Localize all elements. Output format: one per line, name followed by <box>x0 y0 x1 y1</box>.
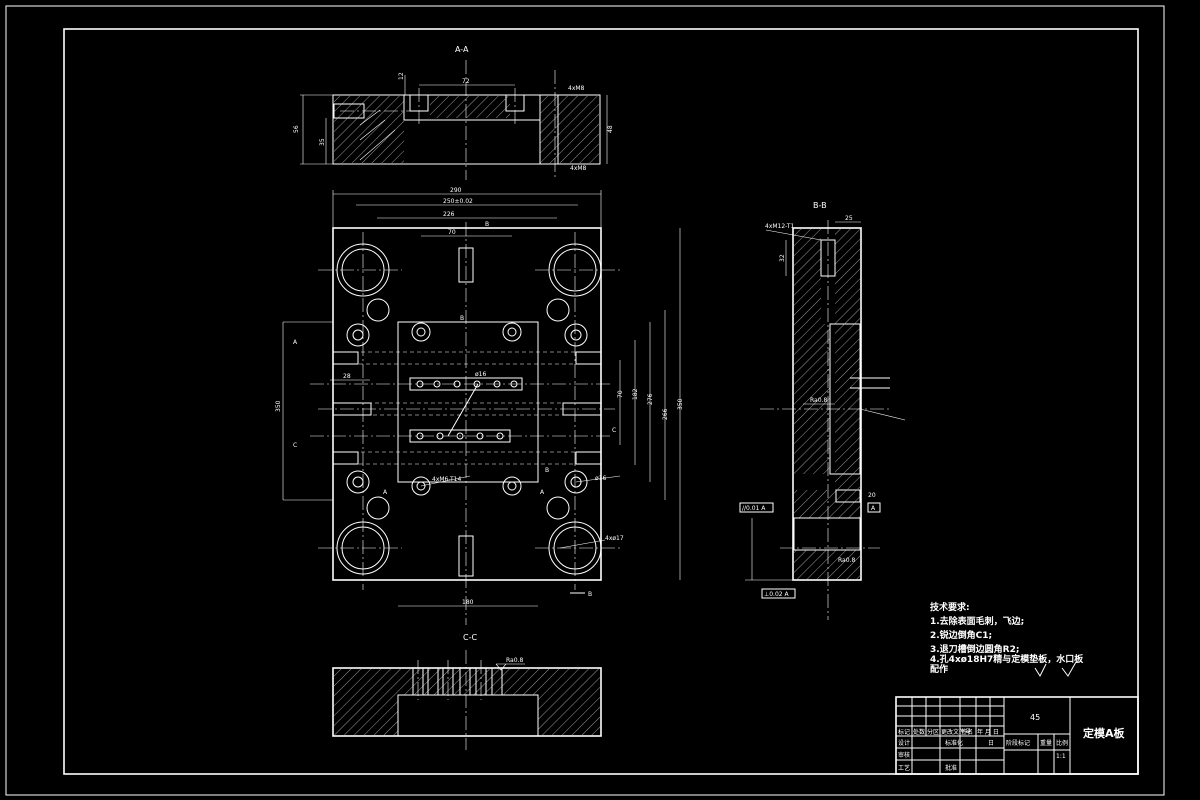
svg-text:Ra0.8: Ra0.8 <box>810 397 827 404</box>
screw-holes <box>346 298 588 520</box>
svg-text:12: 12 <box>398 72 405 80</box>
svg-text:4xM8: 4xM8 <box>570 165 587 172</box>
svg-text:批准: 批准 <box>945 764 957 772</box>
svg-text:4xM12-T1: 4xM12-T1 <box>765 223 794 230</box>
plan-view: 290 250±0.02 226 70 B 180 350 266 276 18… <box>275 187 684 625</box>
svg-text:B: B <box>460 315 464 322</box>
svg-text:阶段标记: 阶段标记 <box>1006 739 1030 747</box>
svg-text:266: 266 <box>662 408 669 420</box>
svg-text:180: 180 <box>462 599 474 606</box>
svg-text:1:1: 1:1 <box>1056 753 1066 760</box>
svg-text:4xM8: 4xM8 <box>568 85 585 92</box>
part-name: 定模A板 <box>1083 726 1126 740</box>
section-label-a-a: A-A <box>455 45 469 54</box>
svg-text:ø16: ø16 <box>475 371 486 378</box>
svg-text:4xM6-T14: 4xM6-T14 <box>432 476 461 483</box>
svg-text:A: A <box>383 489 388 496</box>
svg-text:182: 182 <box>632 388 639 400</box>
inner-frame <box>63 28 1139 775</box>
svg-text:设计: 设计 <box>898 739 910 747</box>
svg-text:C-C: C-C <box>463 633 477 642</box>
section-b-b: B-B 25 4xM12-T1 32 Ra0.8 20 //0.01 A A ⊥… <box>739 201 906 620</box>
svg-text:C: C <box>293 442 297 449</box>
svg-text:276: 276 <box>647 393 654 405</box>
section-a-a: A-A 56 35 12 72 48 4xM8 4xM8 <box>293 45 614 180</box>
svg-text:35: 35 <box>319 138 326 146</box>
svg-text:32: 32 <box>779 254 786 262</box>
svg-text:290: 290 <box>450 187 462 194</box>
tech-note-item: 4.孔4xø18H7精与定模垫板，水口板 <box>930 653 1084 665</box>
svg-text:350: 350 <box>275 400 282 412</box>
svg-text:A: A <box>871 505 876 512</box>
svg-text:标记: 标记 <box>898 728 910 736</box>
svg-text:⊥0.02 A: ⊥0.02 A <box>764 591 789 598</box>
svg-text:分区: 分区 <box>927 728 939 736</box>
svg-text:C: C <box>612 427 616 434</box>
svg-text:250±0.02: 250±0.02 <box>443 198 473 205</box>
svg-text:4xø17: 4xø17 <box>605 535 624 542</box>
svg-text:72: 72 <box>462 78 470 85</box>
svg-text:重量: 重量 <box>1040 739 1052 747</box>
svg-text:ø16: ø16 <box>595 475 606 482</box>
svg-text:审核: 审核 <box>898 751 910 759</box>
tech-note-item: 3.退刀槽倒边圆角R2; <box>930 643 1019 655</box>
svg-text:70: 70 <box>617 390 624 398</box>
title-block: 标记 处数 分区 更改文件号 签名 年 月 日 设计 审核 工艺 标准化 批准 … <box>895 696 1139 775</box>
svg-text:工艺: 工艺 <box>898 764 910 772</box>
svg-text:比例: 比例 <box>1056 739 1068 747</box>
runner-slots <box>332 351 602 465</box>
technical-requirements: 技术要求: 1.去除表面毛刺，飞边; 2.锐边倒角C1; 3.退刀槽倒边圆角R2… <box>930 601 1084 678</box>
svg-text:B: B <box>588 591 592 598</box>
svg-text:签名: 签名 <box>961 728 973 736</box>
tech-note-item: 配作 <box>930 663 948 675</box>
svg-text:标准化: 标准化 <box>945 739 963 747</box>
tech-note-item: 1.去除表面毛刺，飞边; <box>930 615 1024 627</box>
svg-text:56: 56 <box>293 125 300 133</box>
svg-text:B-B: B-B <box>813 201 827 210</box>
svg-text:Ra0.8: Ra0.8 <box>838 557 855 564</box>
svg-text:226: 226 <box>443 211 455 218</box>
svg-text://0.01 A: //0.01 A <box>742 505 766 512</box>
svg-text:28: 28 <box>343 373 351 380</box>
material: 45 <box>1030 713 1040 722</box>
svg-text:更改文件号: 更改文件号 <box>941 728 971 736</box>
outer-border <box>5 5 1165 796</box>
svg-text:Ra0.8: Ra0.8 <box>506 657 523 664</box>
svg-text:B: B <box>545 467 549 474</box>
section-c-c: C-C Ra0.8 <box>332 633 602 750</box>
svg-text:B: B <box>485 221 489 228</box>
svg-text:日: 日 <box>988 740 994 747</box>
tech-note-item: 2.锐边倒角C1; <box>930 629 992 641</box>
svg-text:48: 48 <box>607 125 614 133</box>
svg-text:年 月 日: 年 月 日 <box>977 728 999 736</box>
svg-text:处数: 处数 <box>913 728 925 736</box>
svg-text:25: 25 <box>845 215 853 222</box>
svg-text:350: 350 <box>677 398 684 410</box>
svg-text:A: A <box>293 339 298 346</box>
tech-notes-heading: 技术要求: <box>930 601 970 613</box>
svg-text:70: 70 <box>448 229 456 236</box>
svg-text:A: A <box>540 489 545 496</box>
svg-text:20: 20 <box>868 492 876 499</box>
